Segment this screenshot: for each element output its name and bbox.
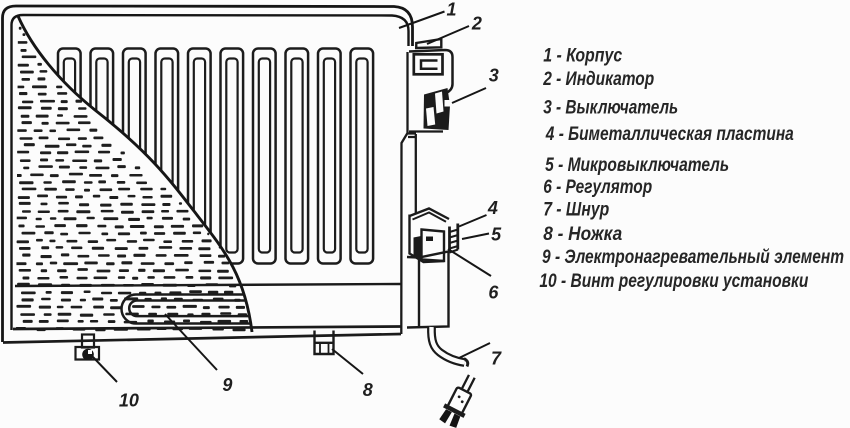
svg-text:1 - Корпус: 1 - Корпус xyxy=(543,45,622,66)
svg-text:9: 9 xyxy=(222,375,232,395)
svg-text:7 - Шнур: 7 - Шнур xyxy=(543,199,609,220)
svg-text:2 - Индикатор: 2 - Индикатор xyxy=(542,69,654,90)
svg-text:8 - Ножка: 8 - Ножка xyxy=(543,224,622,245)
svg-text:6: 6 xyxy=(488,282,499,302)
svg-text:3: 3 xyxy=(489,65,499,85)
svg-text:2: 2 xyxy=(471,14,482,34)
svg-text:1: 1 xyxy=(447,0,457,20)
svg-text:3 - Выключатель: 3 - Выключатель xyxy=(543,97,678,118)
svg-text:7: 7 xyxy=(491,349,502,369)
svg-text:5 - Микровыключатель: 5 - Микровыключатель xyxy=(545,155,729,176)
svg-text:6 - Регулятор: 6 - Регулятор xyxy=(543,177,652,198)
svg-text:10: 10 xyxy=(119,391,139,411)
svg-text:9 - Электронагревательный элем: 9 - Электронагревательный элемент xyxy=(542,247,844,268)
svg-text:10 - Винт регулировки установк: 10 - Винт регулировки установки xyxy=(539,271,808,292)
svg-text:5: 5 xyxy=(491,225,502,245)
svg-text:8: 8 xyxy=(363,380,373,400)
svg-text:4 - Биметаллическая пластина: 4 - Биметаллическая пластина xyxy=(545,124,794,145)
svg-text:4: 4 xyxy=(487,198,498,218)
